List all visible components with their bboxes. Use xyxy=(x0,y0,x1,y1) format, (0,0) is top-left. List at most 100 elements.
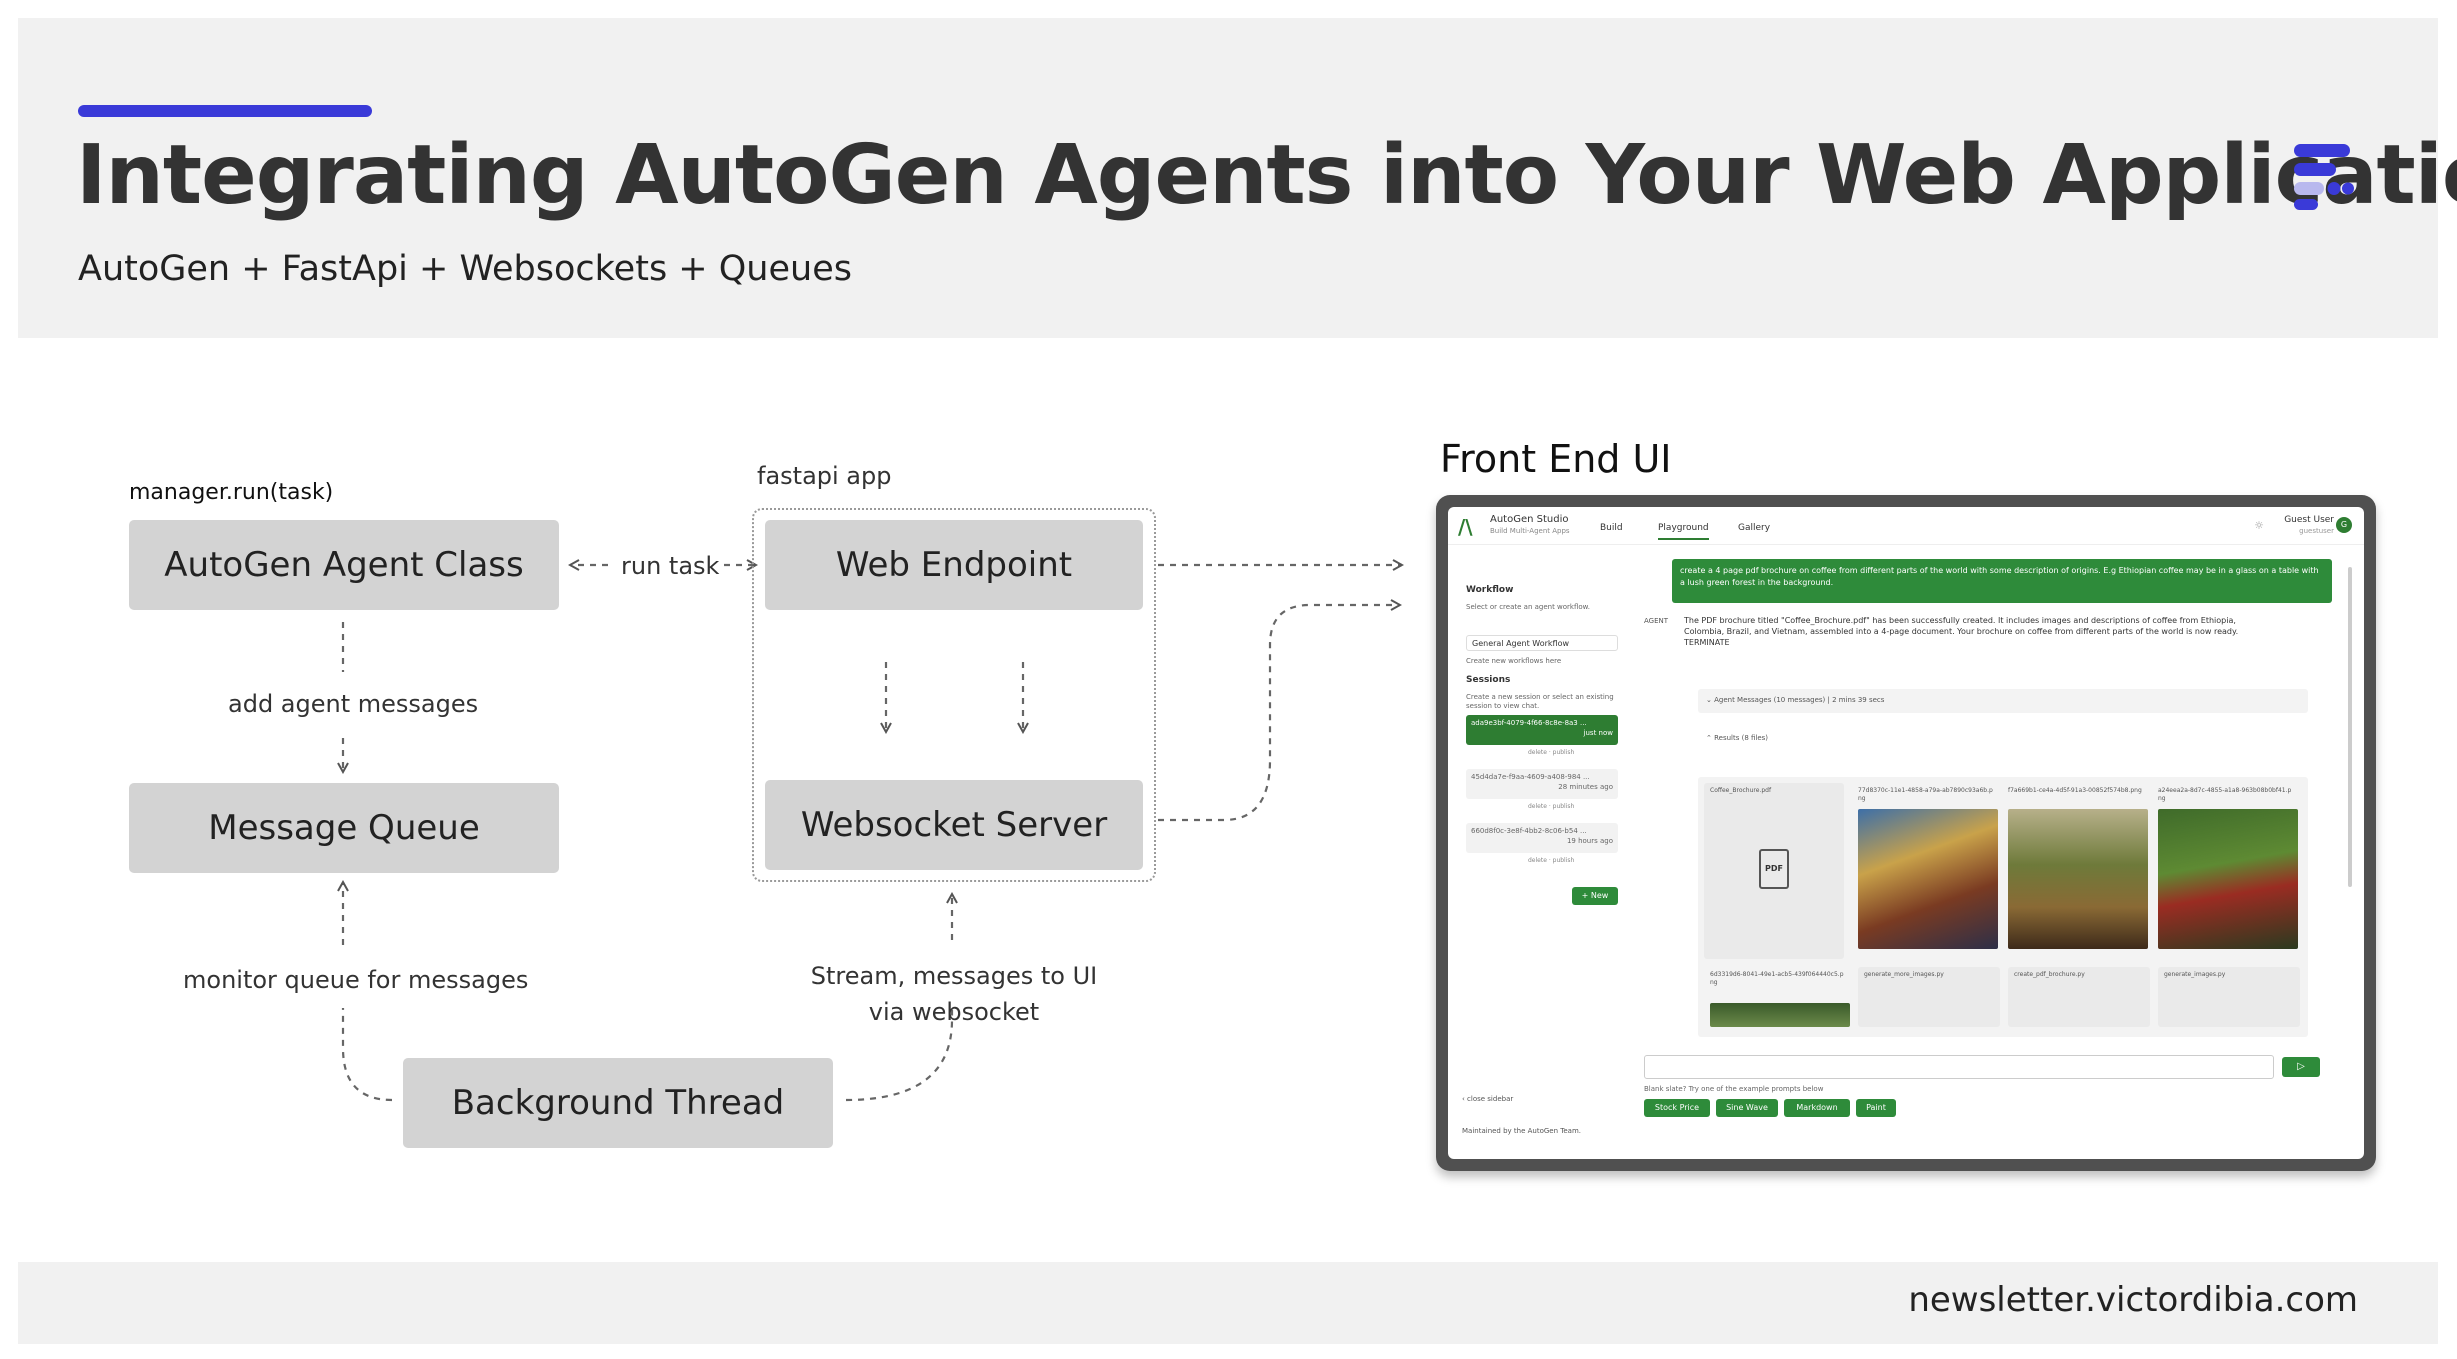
tab-build[interactable]: Build xyxy=(1600,523,1623,533)
coffee-image-thumbnail xyxy=(2008,809,2148,949)
app-name: AutoGen Studio xyxy=(1490,514,1569,525)
tab-playground[interactable]: Playground xyxy=(1658,523,1709,540)
maintained-by-text: Maintained by the AutoGen Team. xyxy=(1462,1127,1581,1135)
tab-gallery[interactable]: Gallery xyxy=(1738,523,1771,533)
new-session-button[interactable]: + New xyxy=(1572,887,1618,905)
header-panel xyxy=(18,18,2438,338)
footer-url[interactable]: newsletter.victordibia.com xyxy=(1908,1280,2358,1320)
file-name: a24eea2a-8d7c-4855-a1a8-963b08b0bf41.png xyxy=(2158,787,2292,802)
page-subtitle: AutoGen + FastApi + Websockets + Queues xyxy=(78,249,852,289)
node-message-queue: Message Queue xyxy=(129,783,559,873)
file-name: 6d3319d6-8041-49e1-acb5-439f064440c5.png xyxy=(1710,971,1844,986)
session-publish-button[interactable]: publish xyxy=(1552,749,1575,756)
label-monitor-queue: monitor queue for messages xyxy=(183,966,529,994)
footer-panel: newsletter.victordibia.com xyxy=(18,1262,2438,1344)
label-manager-run: manager.run(task) xyxy=(129,480,334,505)
chat-scrollbar[interactable] xyxy=(2348,567,2352,887)
session-publish-button[interactable]: publish xyxy=(1552,857,1575,864)
example-prompts-hint: Blank slate? Try one of the example prom… xyxy=(1644,1085,1824,1093)
session-delete-button[interactable]: delete xyxy=(1528,749,1547,756)
node-autogen-agent-class: AutoGen Agent Class xyxy=(129,520,559,610)
user-message: create a 4 page pdf brochure on coffee f… xyxy=(1672,559,2332,603)
autogen-logo-icon: /\ xyxy=(1458,515,1473,539)
fastapi-app-group xyxy=(752,508,1156,882)
prompt-button-markdown[interactable]: Markdown xyxy=(1784,1099,1850,1117)
coffee-image-thumbnail xyxy=(1710,1003,1850,1027)
theme-toggle-icon[interactable]: ☼ xyxy=(2254,519,2264,532)
file-name: create_pdf_brochure.py xyxy=(2014,971,2085,978)
arrow-thread-to-monitor xyxy=(341,1008,393,1102)
session-time: just now xyxy=(1583,729,1613,737)
arrow-websocket-to-frontend xyxy=(1158,605,1400,822)
file-card-image[interactable]: 77d8370c-11e1-4858-a79a-ab7890c93a6b.png xyxy=(1852,783,1998,959)
user-name: Guest User xyxy=(2284,515,2334,525)
session-item[interactable]: 660d8f0c-3e8f-4bb2-8c06-b54 ... 19 hours… xyxy=(1466,823,1618,853)
node-background-thread: Background Thread xyxy=(403,1058,833,1148)
label-stream-line-1: Stream, messages to UI xyxy=(810,962,1098,990)
session-delete-button[interactable]: delete xyxy=(1528,857,1547,864)
app-screen: /\ AutoGen Studio Build Multi-Agent Apps… xyxy=(1448,507,2364,1159)
file-name: Coffee_Brochure.pdf xyxy=(1710,787,1772,794)
results-panel: Coffee_Brochure.pdf PDF 77d8370c-11e1-48… xyxy=(1698,777,2308,1037)
accent-bar xyxy=(78,105,372,117)
results-toggle[interactable]: ⌃ Results (8 files) xyxy=(1706,734,1769,742)
close-sidebar-label: close sidebar xyxy=(1467,1095,1514,1103)
workflow-heading: Workflow xyxy=(1466,585,1514,595)
user-handle: guestuser xyxy=(2299,527,2334,535)
results-summary: Results (8 files) xyxy=(1714,734,1769,742)
avatar[interactable]: G xyxy=(2336,517,2352,533)
session-item[interactable]: 45d4da7e-f9aa-4609-a408-984 ... 28 minut… xyxy=(1466,769,1618,799)
pdf-icon: PDF xyxy=(1759,849,1789,889)
file-name: f7a669b1-ce4a-4d5f-91a3-00852f574b8.png xyxy=(2008,787,2142,794)
prompt-button-sine-wave[interactable]: Sine Wave xyxy=(1716,1099,1778,1117)
agent-label: AGENT xyxy=(1644,617,1669,625)
file-card-image[interactable]: 6d3319d6-8041-49e1-acb5-439f064440c5.png xyxy=(1704,967,1850,1027)
workflow-select[interactable]: General Agent Workflow xyxy=(1466,635,1618,651)
close-sidebar-button[interactable]: ‹ close sidebar xyxy=(1462,1095,1514,1103)
workflow-help: Select or create an agent workflow. xyxy=(1466,603,1590,611)
agent-messages-toggle[interactable]: ⌄ Agent Messages (10 messages) | 2 mins … xyxy=(1698,689,2308,713)
label-run-task: run task xyxy=(621,552,720,580)
file-name: generate_more_images.py xyxy=(1864,971,1944,978)
label-add-agent-messages: add agent messages xyxy=(228,690,479,718)
page-title: Integrating AutoGen Agents into Your Web… xyxy=(76,128,2457,223)
frontend-screenshot-frame: /\ AutoGen Studio Build Multi-Agent Apps… xyxy=(1436,495,2376,1171)
label-stream-messages: Stream, messages to UI via websocket xyxy=(810,958,1098,1030)
file-name: generate_images.py xyxy=(2164,971,2226,978)
node-websocket-server: Websocket Server xyxy=(765,780,1143,870)
arrow-thread-to-stream xyxy=(845,1006,954,1102)
prompt-button-paint[interactable]: Paint xyxy=(1856,1099,1896,1117)
sessions-help: Create a new session or select an existi… xyxy=(1466,693,1614,710)
file-card-script[interactable]: generate_more_images.py xyxy=(1858,967,2000,1027)
newsletter-logo-icon xyxy=(2294,144,2354,210)
session-id: 660d8f0c-3e8f-4bb2-8c06-b54 ... xyxy=(1471,827,1587,835)
send-icon[interactable]: ▷ xyxy=(2282,1057,2320,1077)
create-workflows-link[interactable]: Create new workflows here xyxy=(1466,657,1562,665)
coffee-image-thumbnail xyxy=(2158,809,2298,949)
frontend-title: Front End UI xyxy=(1440,437,1672,481)
file-card-image[interactable]: a24eea2a-8d7c-4855-a1a8-963b08b0bf41.png xyxy=(2152,783,2298,959)
session-publish-button[interactable]: publish xyxy=(1552,803,1575,810)
chat-input[interactable] xyxy=(1644,1055,2274,1079)
agent-messages-summary: Agent Messages (10 messages) | 2 mins 39… xyxy=(1714,696,1885,704)
label-stream-line-2: via websocket xyxy=(868,998,1040,1026)
file-card-script[interactable]: create_pdf_brochure.py xyxy=(2008,967,2150,1027)
coffee-image-thumbnail xyxy=(1858,809,1998,949)
file-name: 77d8370c-11e1-4858-a79a-ab7890c93a6b.png xyxy=(1858,787,1993,802)
sessions-heading: Sessions xyxy=(1466,675,1511,685)
file-card-script[interactable]: generate_images.py xyxy=(2158,967,2300,1027)
node-web-endpoint: Web Endpoint xyxy=(765,520,1143,610)
app-sidebar: Workflow Select or create an agent workf… xyxy=(1448,547,1628,1159)
label-fastapi-app: fastapi app xyxy=(757,462,892,490)
session-id: ada9e3bf-4079-4f66-8c8e-8a3 ... xyxy=(1471,719,1587,727)
session-delete-button[interactable]: delete xyxy=(1528,803,1547,810)
session-id: 45d4da7e-f9aa-4609-a408-984 ... xyxy=(1471,773,1590,781)
session-actions: delete · publish xyxy=(1528,857,1575,864)
agent-message: The PDF brochure titled "Coffee_Brochure… xyxy=(1684,616,2239,647)
file-card-image[interactable]: f7a669b1-ce4a-4d5f-91a3-00852f574b8.png xyxy=(2002,783,2148,959)
session-time: 19 hours ago xyxy=(1566,837,1613,845)
prompt-button-stock-price[interactable]: Stock Price xyxy=(1644,1099,1710,1117)
file-card-pdf[interactable]: Coffee_Brochure.pdf PDF xyxy=(1704,783,1844,959)
session-item[interactable]: ada9e3bf-4079-4f66-8c8e-8a3 ... just now xyxy=(1466,715,1618,745)
